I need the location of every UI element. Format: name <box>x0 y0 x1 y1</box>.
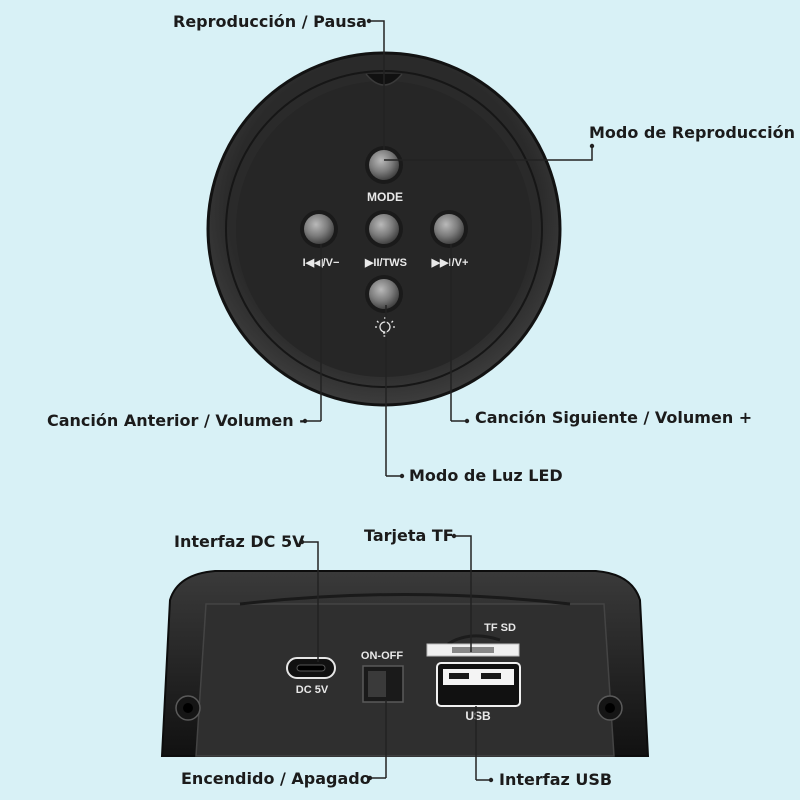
screw-right <box>597 695 623 721</box>
usb-port[interactable] <box>436 662 521 707</box>
tf-sd-label: TF SD <box>484 622 516 634</box>
mode-button[interactable] <box>365 146 403 184</box>
callout-prev-vol-down: Canción Anterior / Volumen - <box>47 411 306 430</box>
callout-play-pause: Reproducción / Pausa <box>173 12 367 31</box>
dc-port[interactable] <box>286 657 336 679</box>
usb-label: USB <box>465 709 491 723</box>
callout-led-mode: Modo de Luz LED <box>409 466 563 485</box>
next-button[interactable] <box>430 210 468 248</box>
mode-label: MODE <box>367 190 403 204</box>
speaker-top-view: MODE I◀◀/V− ▶II/TWS ▶▶I/V+ <box>206 51 562 407</box>
led-button[interactable] <box>365 275 403 313</box>
callout-power: Encendido / Apagado <box>181 769 371 788</box>
leader-lines <box>302 20 593 780</box>
play-pause-button[interactable] <box>365 210 403 248</box>
callout-tf-card: Tarjeta TF <box>364 526 454 545</box>
next-label: ▶▶I/V+ <box>431 257 469 269</box>
callout-next-vol-up: Canción Siguiente / Volumen + <box>475 408 753 427</box>
power-switch[interactable] <box>362 665 404 703</box>
screw-left <box>175 695 201 721</box>
speaker-bottom-view: DC 5V ON-OFF TF SD USB <box>160 570 650 757</box>
previous-button[interactable] <box>300 210 338 248</box>
lightbulb-icon <box>375 317 395 337</box>
callout-usb-interface: Interfaz USB <box>499 770 613 789</box>
dc-label: DC 5V <box>296 684 329 696</box>
callout-dc-interface: Interfaz DC 5V <box>174 532 305 551</box>
on-off-label: ON-OFF <box>361 650 403 662</box>
port-panel <box>195 603 615 757</box>
tf-card-slot[interactable] <box>426 643 520 657</box>
callout-play-mode: Modo de Reproducción <box>589 123 795 142</box>
play-tws-label: ▶II/TWS <box>364 257 407 269</box>
leader-dots <box>299 18 595 783</box>
